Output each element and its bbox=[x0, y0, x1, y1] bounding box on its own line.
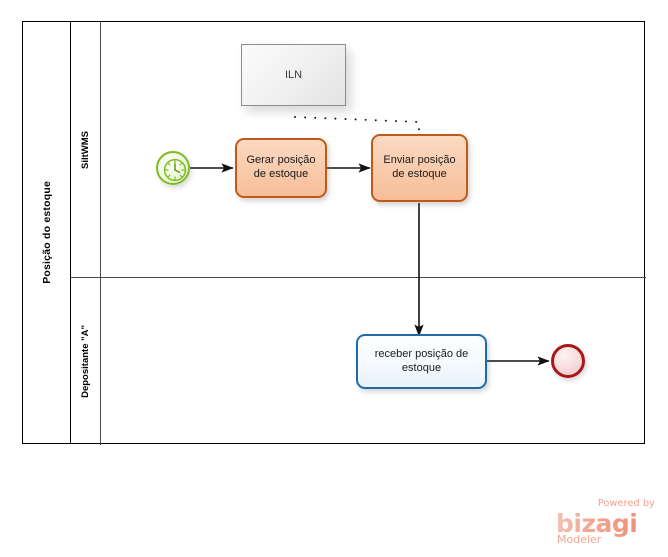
data-object-iln-label: ILN bbox=[284, 69, 303, 81]
powered-by-label: Powered by bbox=[597, 498, 655, 509]
task-gerar-posicao-de-estoque[interactable]: Gerar posição de estoque bbox=[235, 138, 327, 198]
lane-siltwms[interactable]: SiltWMS bbox=[71, 22, 646, 278]
lane-siltwms-title-text: SiltWMS bbox=[80, 130, 91, 169]
data-object-iln[interactable]: ILN bbox=[241, 44, 346, 106]
bizagi-brand-label: bizagi bbox=[556, 509, 638, 538]
task-receber-label: receber posição de estoque bbox=[374, 347, 469, 374]
bizagi-product-label: Modeler bbox=[557, 533, 602, 546]
task-receber-posicao-de-estoque[interactable]: receber posição de estoque bbox=[356, 334, 487, 389]
pool-title-text: Posição do estoque bbox=[40, 181, 53, 284]
pool-title: Posição do estoque bbox=[23, 22, 71, 443]
lane-depositante-title-text: Depositante "A" bbox=[80, 325, 91, 398]
lane-depositante[interactable]: Depositante "A" bbox=[71, 278, 646, 445]
task-enviar-label: Enviar posição de estoque bbox=[383, 154, 456, 180]
timer-icon bbox=[163, 158, 187, 182]
lane-depositante-title: Depositante "A" bbox=[71, 278, 101, 445]
lane-siltwms-title: SiltWMS bbox=[71, 22, 101, 277]
task-enviar-posicao-de-estoque[interactable]: Enviar posição de estoque bbox=[371, 134, 468, 202]
task-gerar-label: Gerar posição de estoque bbox=[246, 154, 316, 180]
end-event[interactable] bbox=[551, 344, 585, 378]
timer-start-event[interactable] bbox=[156, 151, 190, 185]
bizagi-watermark: Powered by bizagi Modeler bbox=[556, 498, 656, 546]
